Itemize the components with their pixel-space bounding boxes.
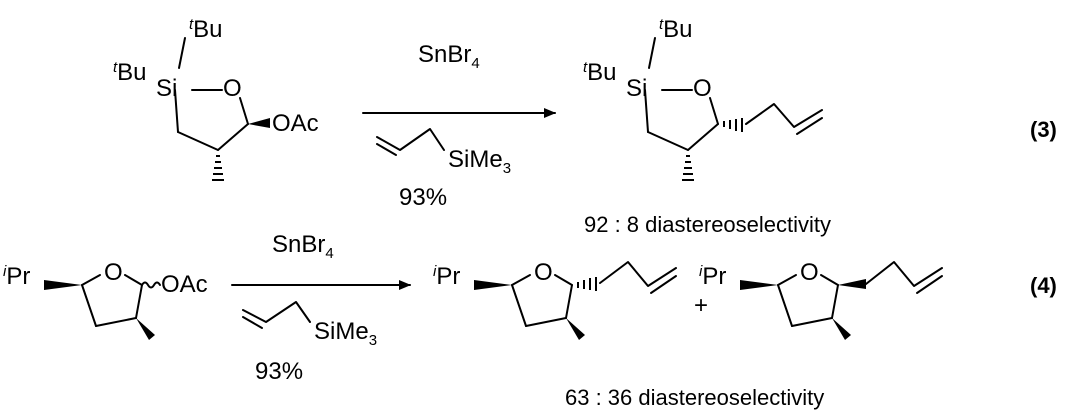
oxygen-atom: O <box>104 259 123 286</box>
reagent-snbr4: SnBr4 <box>418 41 480 72</box>
isopropyl-label: iPr <box>3 263 30 290</box>
hashed-methyl-bond <box>682 155 694 181</box>
reagent-trimethylsilyl: SiMe3 <box>448 146 511 177</box>
oxygen-atom: O <box>223 75 242 102</box>
acetate-label: OAc <box>161 271 208 298</box>
reaction-4: iPr O OAc SnBr4 SiMe3 93% <box>3 231 1057 410</box>
hashed-allyl-bond <box>577 277 597 291</box>
silicon-atom: Si <box>626 75 647 102</box>
oxygen-atom: O <box>534 259 553 286</box>
oxygen-atom: O <box>693 75 712 102</box>
tbu-label-top: tBu <box>189 16 223 43</box>
selectivity-caption: 63 : 36 diastereoselectivity <box>565 385 824 410</box>
allylsilane-skeleton <box>376 128 445 151</box>
reaction-3: tBu tBu Si O OAc SnBr4 SiMe3 93% <box>113 16 1057 237</box>
hashed-methyl-bond <box>212 155 224 181</box>
starting-material-3: tBu tBu Si O OAc <box>113 16 319 181</box>
oxygen-atom: O <box>800 259 819 286</box>
hashed-allyl-bond <box>723 118 743 132</box>
selectivity-caption: 92 : 8 diastereoselectivity <box>584 212 831 237</box>
yield-label: 93% <box>255 358 303 385</box>
reagent-snbr4: SnBr4 <box>272 231 334 262</box>
tbu-label-top: tBu <box>659 16 693 43</box>
allylsilane-skeleton <box>242 301 311 323</box>
isopropyl-label: iPr <box>433 263 460 290</box>
starting-material-4: iPr O OAc <box>3 259 208 340</box>
allyl-chain <box>745 103 823 128</box>
isopropyl-label: iPr <box>699 263 726 290</box>
reagent-trimethylsilyl: SiMe3 <box>314 318 377 349</box>
silicon-atom: Si <box>156 75 177 102</box>
tbu-label-left: tBu <box>583 59 617 86</box>
acetate-label: OAc <box>272 110 319 137</box>
equation-number: (4) <box>1030 273 1057 298</box>
reaction-arrow-4: SnBr4 SiMe3 93% <box>231 231 411 385</box>
yield-label: 93% <box>399 184 447 211</box>
product-4-minor: iPr O <box>699 259 943 340</box>
product-3: tBu tBu Si O <box>583 16 823 181</box>
plus-sign: + <box>694 292 708 319</box>
wavy-bond <box>141 281 161 289</box>
reaction-arrow-3: SnBr4 SiMe3 93% <box>362 41 556 211</box>
tbu-label-left: tBu <box>113 59 147 86</box>
product-4-major: iPr O <box>433 259 677 340</box>
allyl-chain <box>865 261 943 287</box>
allyl-chain <box>599 261 677 287</box>
equation-number: (3) <box>1030 117 1057 142</box>
